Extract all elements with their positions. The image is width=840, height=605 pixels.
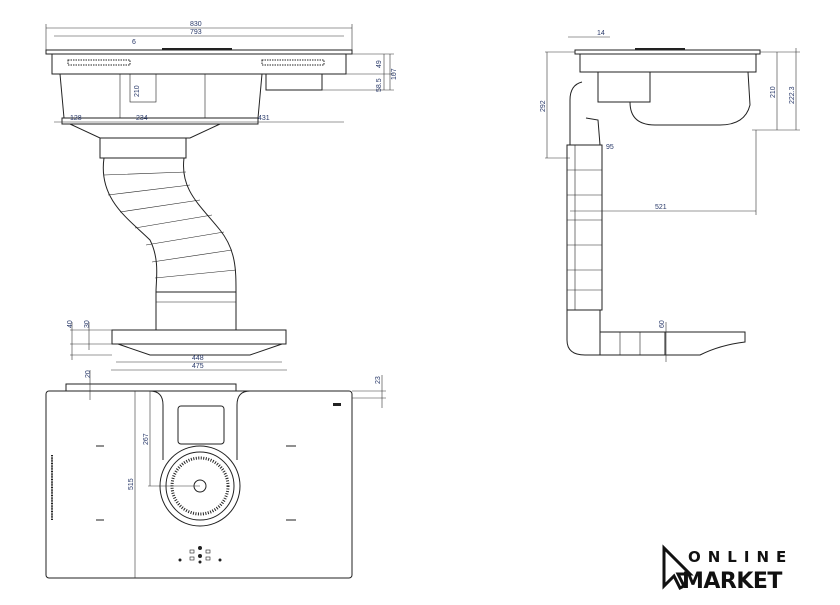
- vent-slots: [67, 59, 325, 66]
- logo-market: MARKET: [682, 569, 782, 594]
- dim-128: 128: [70, 115, 82, 122]
- dim-515: 515: [128, 478, 135, 490]
- dim-793: 793: [190, 29, 202, 36]
- dim-107: 107: [391, 68, 398, 80]
- dim-222-3: 222.3: [789, 86, 796, 104]
- dim-49: 49: [376, 60, 383, 68]
- top-view: 515 267 20 23: [45, 370, 386, 579]
- dim-95: 95: [606, 144, 614, 151]
- plinth-view: 40 30 448 475: [67, 320, 287, 371]
- dim-210: 210: [134, 85, 141, 97]
- dim-30: 30: [84, 320, 91, 328]
- dim-6: 6: [132, 39, 136, 46]
- vertical-duct: [566, 144, 746, 356]
- front-view: 830 793 6 49 107 58.5 210 128 234 431: [45, 21, 398, 331]
- dim-448: 448: [192, 355, 204, 362]
- dim-292: 292: [540, 100, 547, 112]
- control-buttons: [178, 403, 341, 564]
- dim-60: 60: [659, 320, 666, 328]
- flexible-duct: [99, 137, 237, 331]
- dim-40: 40: [67, 320, 74, 328]
- dim-234: 234: [136, 115, 148, 122]
- online-market-logo: ONLINE MARKET: [662, 544, 793, 594]
- dim-830: 830: [190, 21, 202, 28]
- dim-431: 431: [258, 115, 270, 122]
- dim-20: 20: [85, 370, 92, 378]
- dim-58-5: 58.5: [376, 78, 383, 92]
- dim-475: 475: [192, 363, 204, 370]
- dim-210-side: 210: [770, 86, 777, 98]
- dim-23: 23: [375, 376, 382, 384]
- dim-267: 267: [143, 433, 150, 445]
- side-view: 14 292 210 222.3 95 521 60: [540, 30, 800, 362]
- dim-521: 521: [655, 204, 667, 211]
- cooking-zone-markers: [51, 445, 296, 521]
- dim-14: 14: [597, 30, 605, 37]
- logo-online: ONLINE: [688, 548, 793, 566]
